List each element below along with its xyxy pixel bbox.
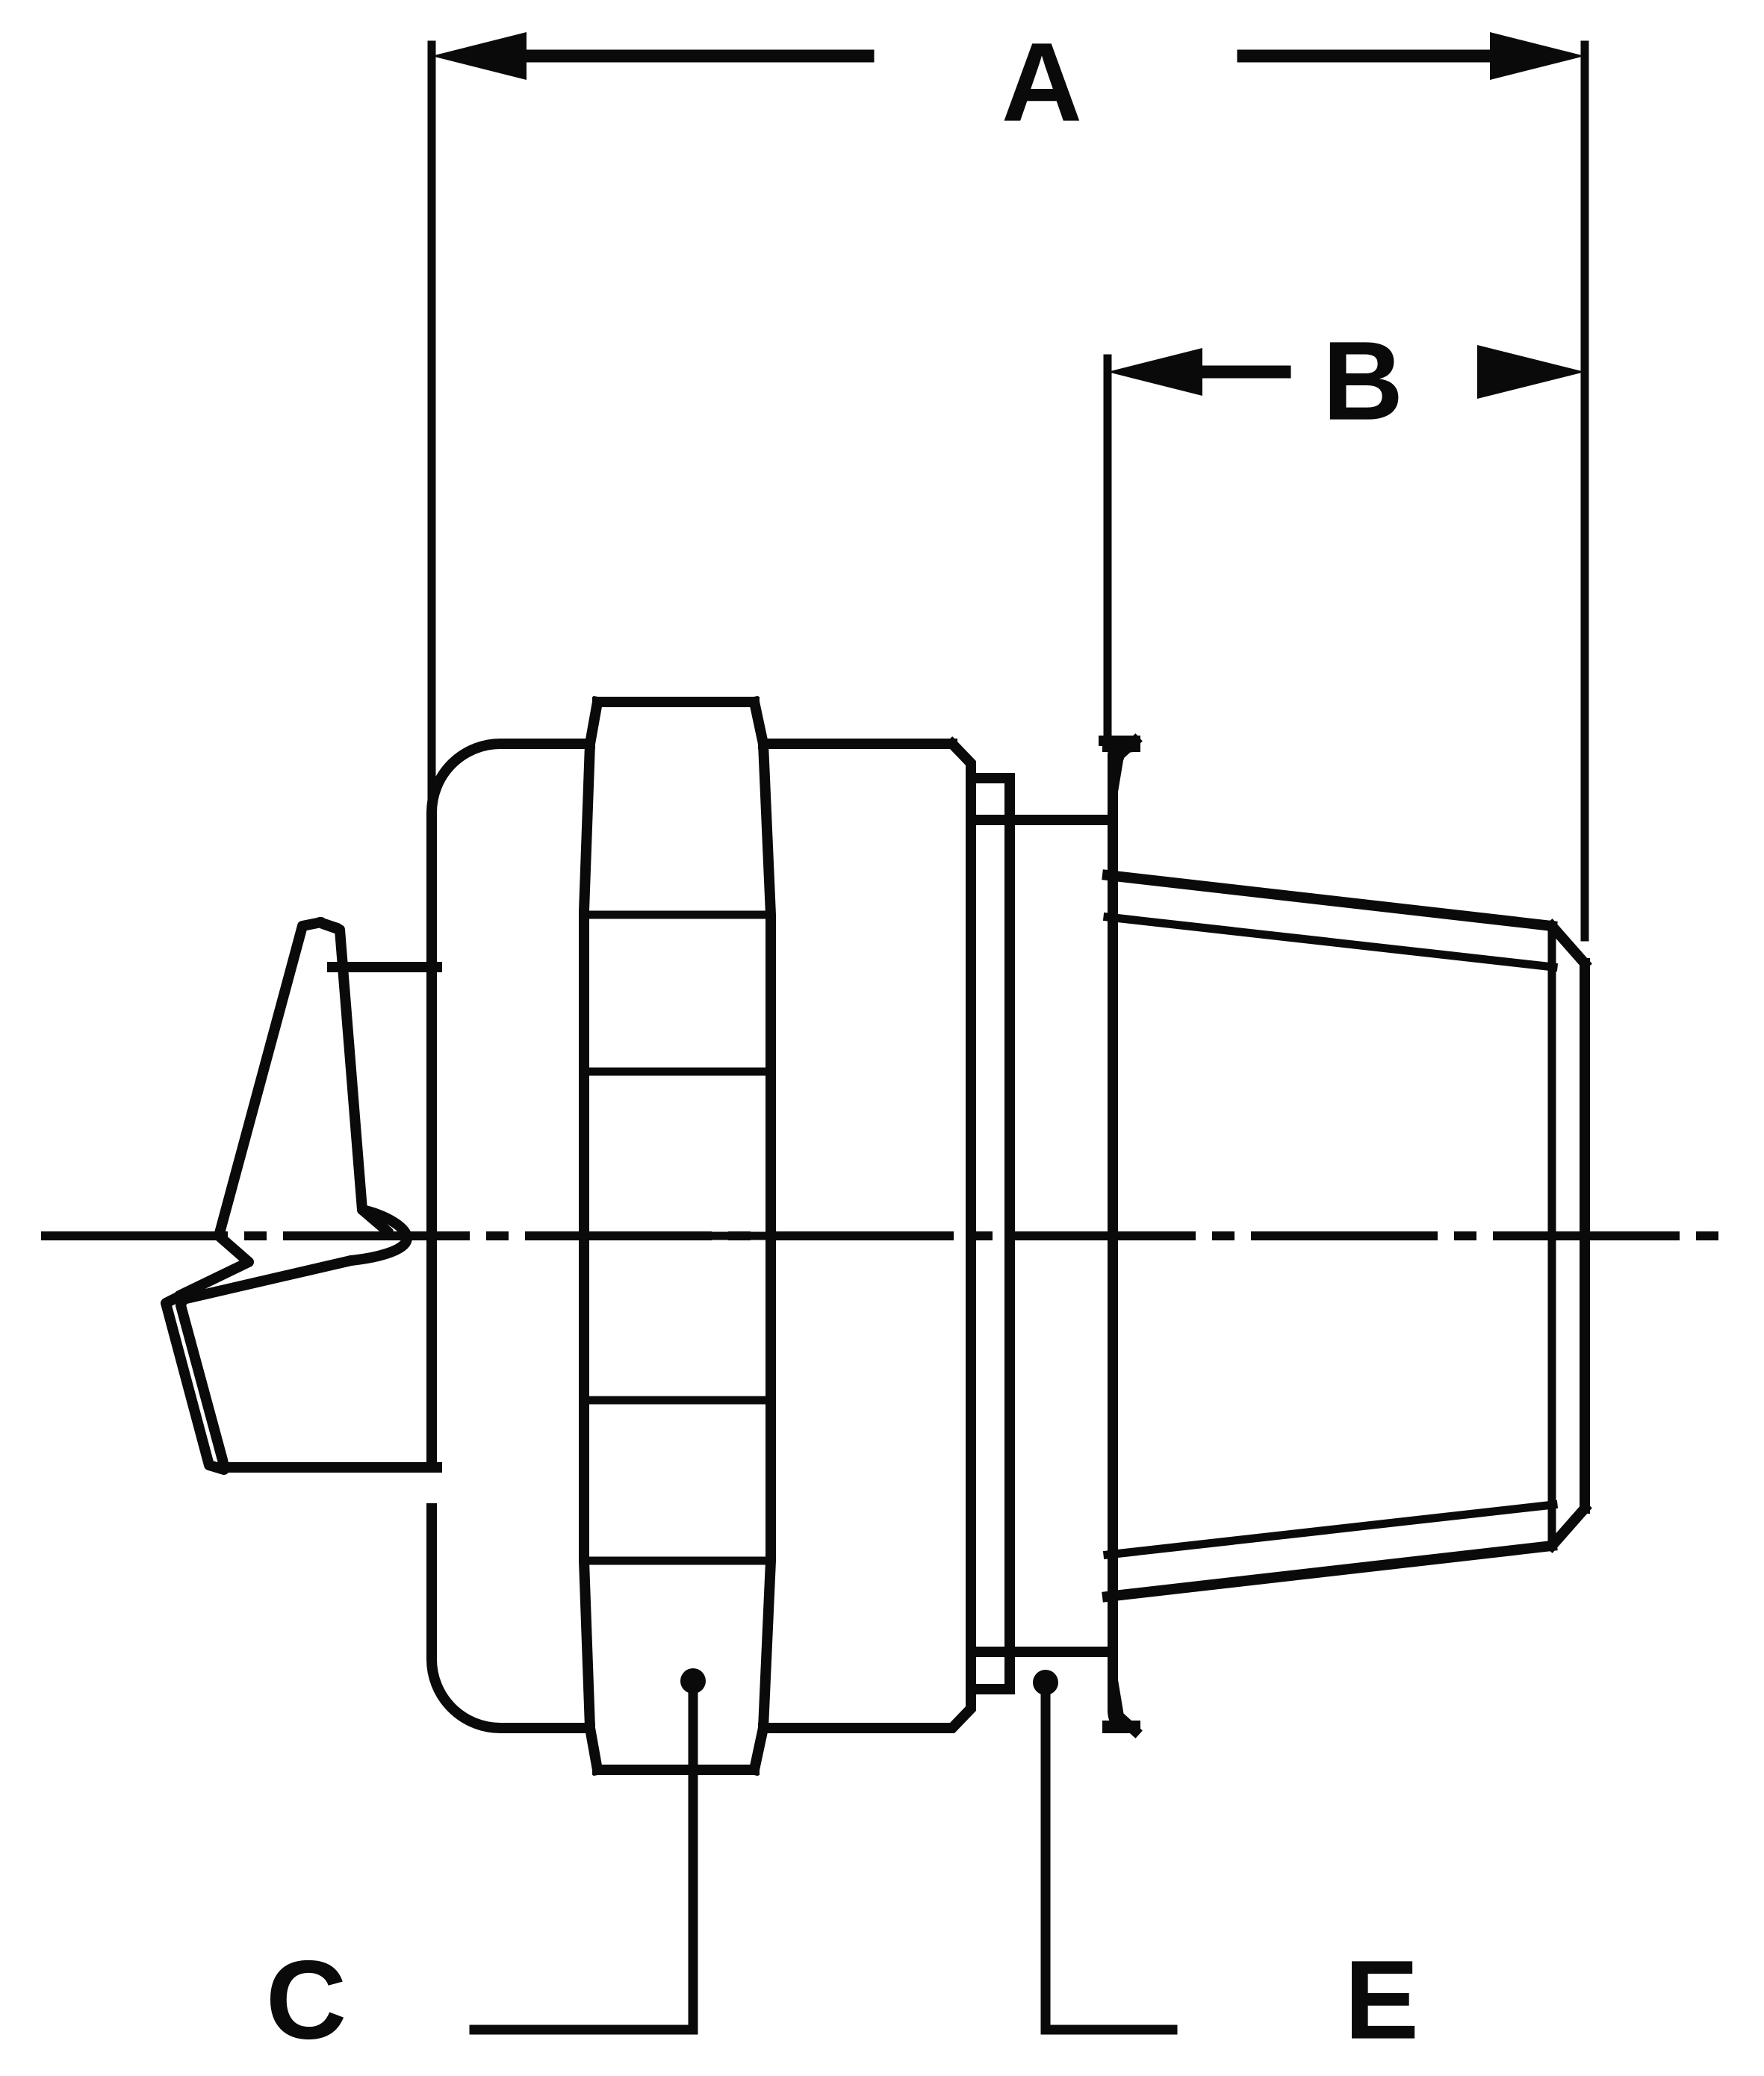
leader-e-line [1040,1677,1178,2035]
hex-coupling-nut [579,695,776,1777]
spring-clip-lower-tail [161,1292,229,1475]
hex-nut-left-upper-edge [579,695,604,1077]
leader-label-e: E [1344,1937,1419,2063]
hex-nut-right-upper-edge [748,695,776,1077]
cone-tip-lower-chamfer [1544,1501,1592,1553]
backshell-body [219,739,595,1733]
barrel-lower-step-corner [758,1684,976,1733]
dimension-b-left-arrowhead [1108,348,1202,396]
dimension-a-right-arrowhead [1490,32,1585,80]
dimension-a-left-arrowhead [432,32,527,80]
leader-e [1033,1670,1178,2035]
spring-clip-hook [346,1205,412,1266]
leader-c [469,1668,706,2035]
leader-label-c: C [266,1937,347,2063]
dimension-b-group [1103,345,1585,748]
barrel-notch-upper [966,773,1015,827]
dimension-b-right-arrowhead [1477,345,1585,399]
dimension-label-a: A [1001,19,1082,145]
cone-upper-outer-line [1102,869,1558,932]
cone-tip-upper-chamfer [1544,919,1592,971]
cone-lower-inner-line [1102,1499,1559,1560]
cone-lower-outer-line [1102,1540,1558,1603]
spring-clip-top-cap [314,917,343,933]
cone-upper-inner-line [1102,912,1559,972]
tapered-cone [1102,869,1592,1603]
backshell-upper-profile [426,739,595,930]
spring-clip-lower-inner-edge [174,1231,254,1301]
threaded-barrel [758,736,1118,1733]
barrel-notch-lower [966,1641,1015,1694]
dimension-label-b: B [1323,318,1403,444]
backshell-lower-profile [426,1542,595,1733]
leader-c-line [469,1676,698,2035]
